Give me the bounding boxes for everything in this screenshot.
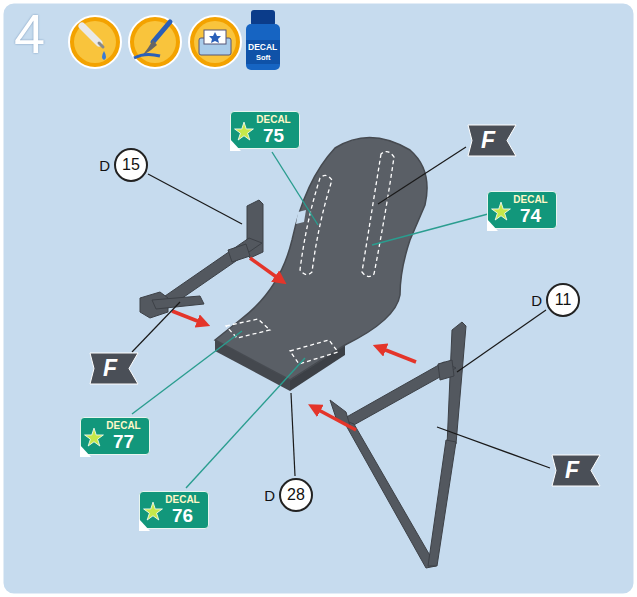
water-dish-icon xyxy=(189,16,241,68)
decal-number: 75 xyxy=(256,126,291,145)
part-prefix: D xyxy=(264,488,275,503)
decal-number: 74 xyxy=(513,206,548,225)
decal-word: DECAL xyxy=(513,195,548,205)
part-prefix: D xyxy=(99,158,110,173)
flag-letter: F xyxy=(103,357,118,380)
decal-tag: DECAL74 xyxy=(487,191,557,229)
decal-leader xyxy=(132,152,488,488)
flag-marker: F xyxy=(468,125,516,156)
decal-word: DECAL xyxy=(165,495,200,505)
decal-soft-bottle xyxy=(246,10,280,70)
airbrush-icon xyxy=(69,16,121,68)
flag-letter: F xyxy=(565,459,580,482)
decal-tag: DECAL77 xyxy=(80,417,150,455)
part-prefix: D xyxy=(531,293,542,308)
seat-d28 xyxy=(215,137,427,391)
decal-number: 76 xyxy=(165,506,200,525)
decal-tag: DECAL75 xyxy=(230,111,300,149)
decal-tag: DECAL76 xyxy=(139,491,209,529)
part-d11 xyxy=(330,322,466,568)
brush-icon xyxy=(129,16,181,68)
part-number: 15 xyxy=(122,157,140,173)
bottle-label: Soft xyxy=(256,54,271,62)
part-d15 xyxy=(140,200,263,318)
callout-number: D15 xyxy=(114,148,148,182)
decal-word: DECAL xyxy=(106,421,141,431)
flag-letter: F xyxy=(481,129,496,152)
fit-arrow xyxy=(172,258,416,430)
callout-number: D28 xyxy=(279,478,313,512)
flag-marker: F xyxy=(552,455,600,486)
part-number: 11 xyxy=(555,292,572,308)
decal-number: 77 xyxy=(106,432,141,451)
decal-outline xyxy=(226,152,394,364)
bottle-label: DECAL xyxy=(248,43,277,52)
step-number: 4 xyxy=(14,6,45,62)
flag-marker: F xyxy=(90,353,138,384)
part-number: 28 xyxy=(287,487,305,503)
decal-word: DECAL xyxy=(256,115,291,125)
callout-number: D11 xyxy=(546,283,580,317)
